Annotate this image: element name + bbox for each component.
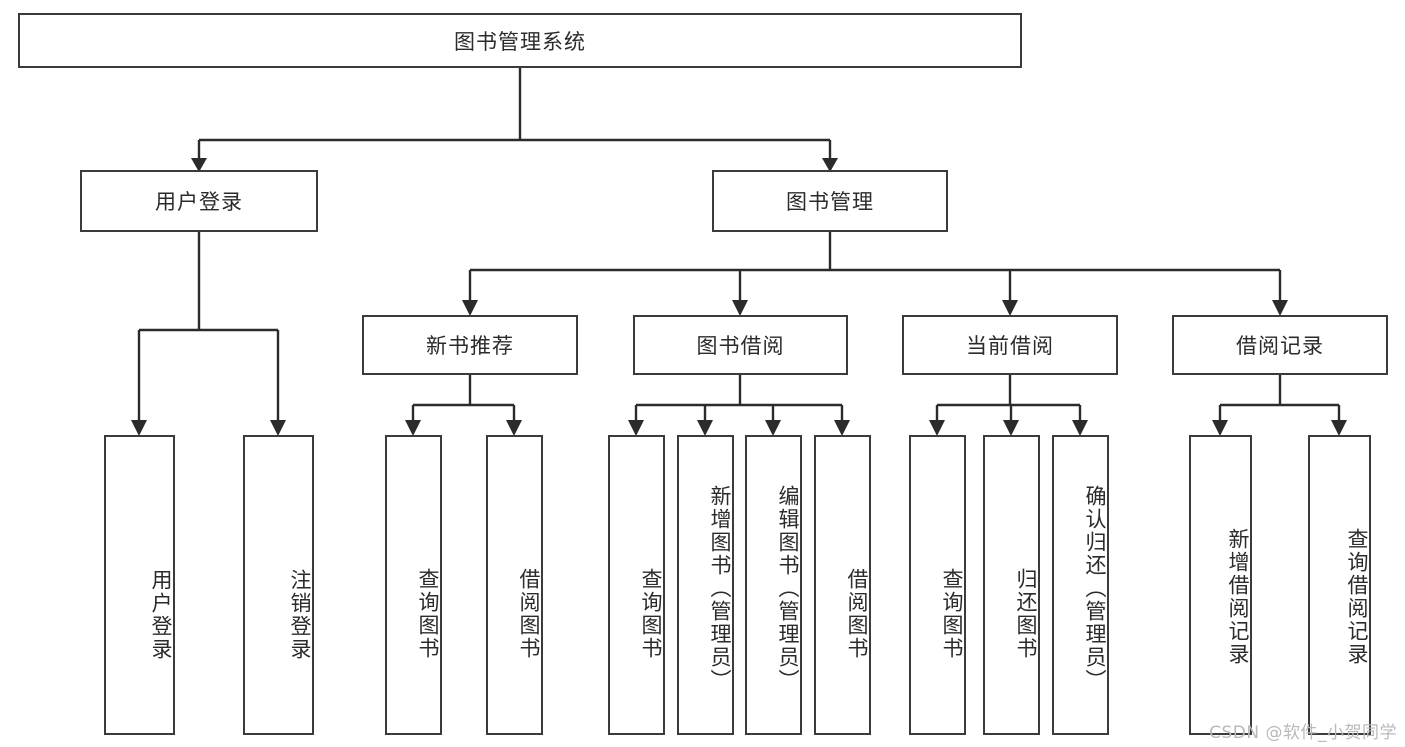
node-user-login[interactable]: 用户登录 bbox=[80, 170, 318, 232]
leaf-edit-book-admin[interactable]: 编辑图书（管理员） bbox=[745, 435, 802, 735]
node-current-borrow[interactable]: 当前借阅 bbox=[902, 315, 1118, 375]
leaf-query-book-borrow[interactable]: 查询图书 bbox=[608, 435, 665, 735]
leaf-borrow-book-recommend[interactable]: 借阅图书 bbox=[486, 435, 543, 735]
leaf-borrow-book[interactable]: 借阅图书 bbox=[814, 435, 871, 735]
leaf-add-borrow-record[interactable]: 新增借阅记录 bbox=[1189, 435, 1252, 735]
leaf-confirm-return-admin[interactable]: 确认归还（管理员） bbox=[1052, 435, 1109, 735]
node-new-book-recommend[interactable]: 新书推荐 bbox=[362, 315, 578, 375]
leaf-user-login[interactable]: 用户登录 bbox=[104, 435, 175, 735]
leaf-user-logout[interactable]: 注销登录 bbox=[243, 435, 314, 735]
node-book-borrow[interactable]: 图书借阅 bbox=[633, 315, 848, 375]
leaf-query-book-recommend[interactable]: 查询图书 bbox=[385, 435, 442, 735]
watermark: CSDN @软件_小贺同学 bbox=[1209, 723, 1397, 743]
leaf-query-book-current[interactable]: 查询图书 bbox=[909, 435, 966, 735]
leaf-query-borrow-record[interactable]: 查询借阅记录 bbox=[1308, 435, 1371, 735]
leaf-add-book-admin[interactable]: 新增图书（管理员） bbox=[677, 435, 734, 735]
node-book-manage[interactable]: 图书管理 bbox=[712, 170, 948, 232]
node-borrow-record[interactable]: 借阅记录 bbox=[1172, 315, 1388, 375]
leaf-return-book[interactable]: 归还图书 bbox=[983, 435, 1040, 735]
node-root[interactable]: 图书管理系统 bbox=[18, 13, 1022, 68]
